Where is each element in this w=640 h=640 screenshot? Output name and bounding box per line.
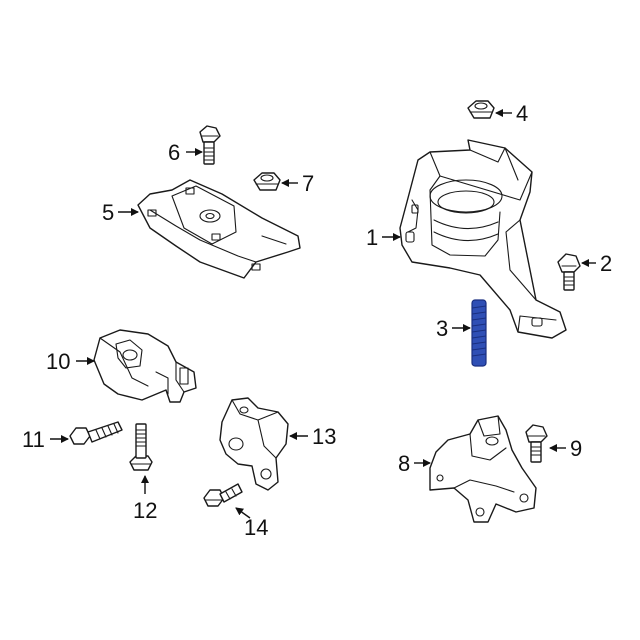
part-1-engine-mount[interactable] (399, 139, 567, 339)
part-11-long-bolt[interactable] (69, 421, 123, 445)
callout-1: 1 (366, 225, 378, 250)
part-5-bracket-plate[interactable] (137, 179, 301, 279)
callout-9: 9 (570, 436, 582, 461)
callout-4: 4 (516, 101, 528, 126)
callout-6: 6 (168, 140, 180, 165)
leader-lines (50, 109, 596, 519)
callout-5: 5 (102, 200, 114, 225)
part-8-transmission-bracket[interactable] (429, 415, 537, 523)
part-13-bracket[interactable] (219, 397, 289, 491)
part-10-rear-mount[interactable] (93, 329, 197, 403)
callout-13: 13 (312, 424, 336, 449)
callouts: 1 2 3 4 5 6 7 8 9 10 11 12 13 14 (22, 101, 612, 540)
leader-14 (235, 507, 251, 519)
callout-11: 11 (22, 427, 45, 452)
part-3-stud[interactable] (471, 299, 487, 367)
part-7-nut[interactable] (253, 172, 281, 191)
part-12-stud-bolt[interactable] (129, 423, 153, 471)
part-14-bolt[interactable] (203, 483, 243, 507)
part-9-bolt[interactable] (525, 424, 548, 463)
callout-8: 8 (398, 451, 410, 476)
callout-3: 3 (436, 316, 448, 341)
part-2-bolt[interactable] (557, 253, 581, 291)
part-6-bolt[interactable] (199, 125, 221, 165)
callout-14: 14 (244, 515, 268, 540)
callout-10: 10 (46, 349, 70, 374)
part-4-nut[interactable] (467, 100, 495, 119)
callout-2: 2 (600, 251, 612, 276)
callout-7: 7 (302, 171, 314, 196)
callout-12: 12 (133, 498, 157, 523)
